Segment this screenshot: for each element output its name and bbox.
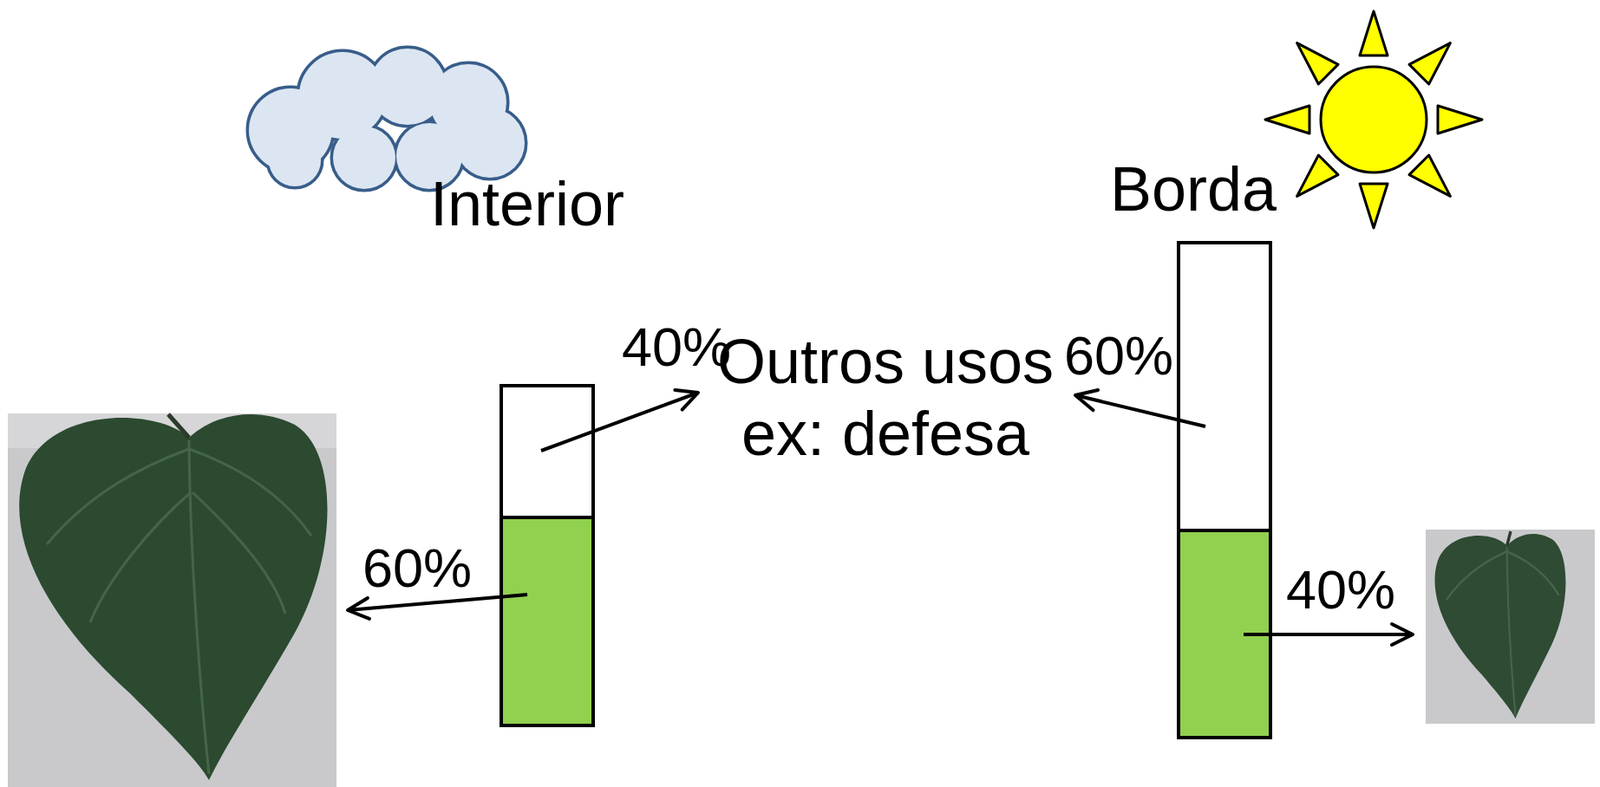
leaf-photo: [1425, 529, 1595, 725]
leaf-photo: [7, 413, 337, 787]
resource-bar: [1178, 242, 1271, 738]
percent-label: 40%: [621, 315, 732, 379]
use-label: Outros usos ex: defesa: [703, 326, 1068, 471]
zone-label: Interior: [430, 168, 625, 241]
cloud-symbol: [248, 48, 525, 190]
sun-symbol: [1265, 11, 1483, 229]
percent-label: 40%: [1286, 558, 1396, 621]
percent-label: 60%: [362, 536, 472, 600]
zone-label: Borda: [1110, 153, 1277, 226]
percent-label: 60%: [1064, 324, 1174, 387]
